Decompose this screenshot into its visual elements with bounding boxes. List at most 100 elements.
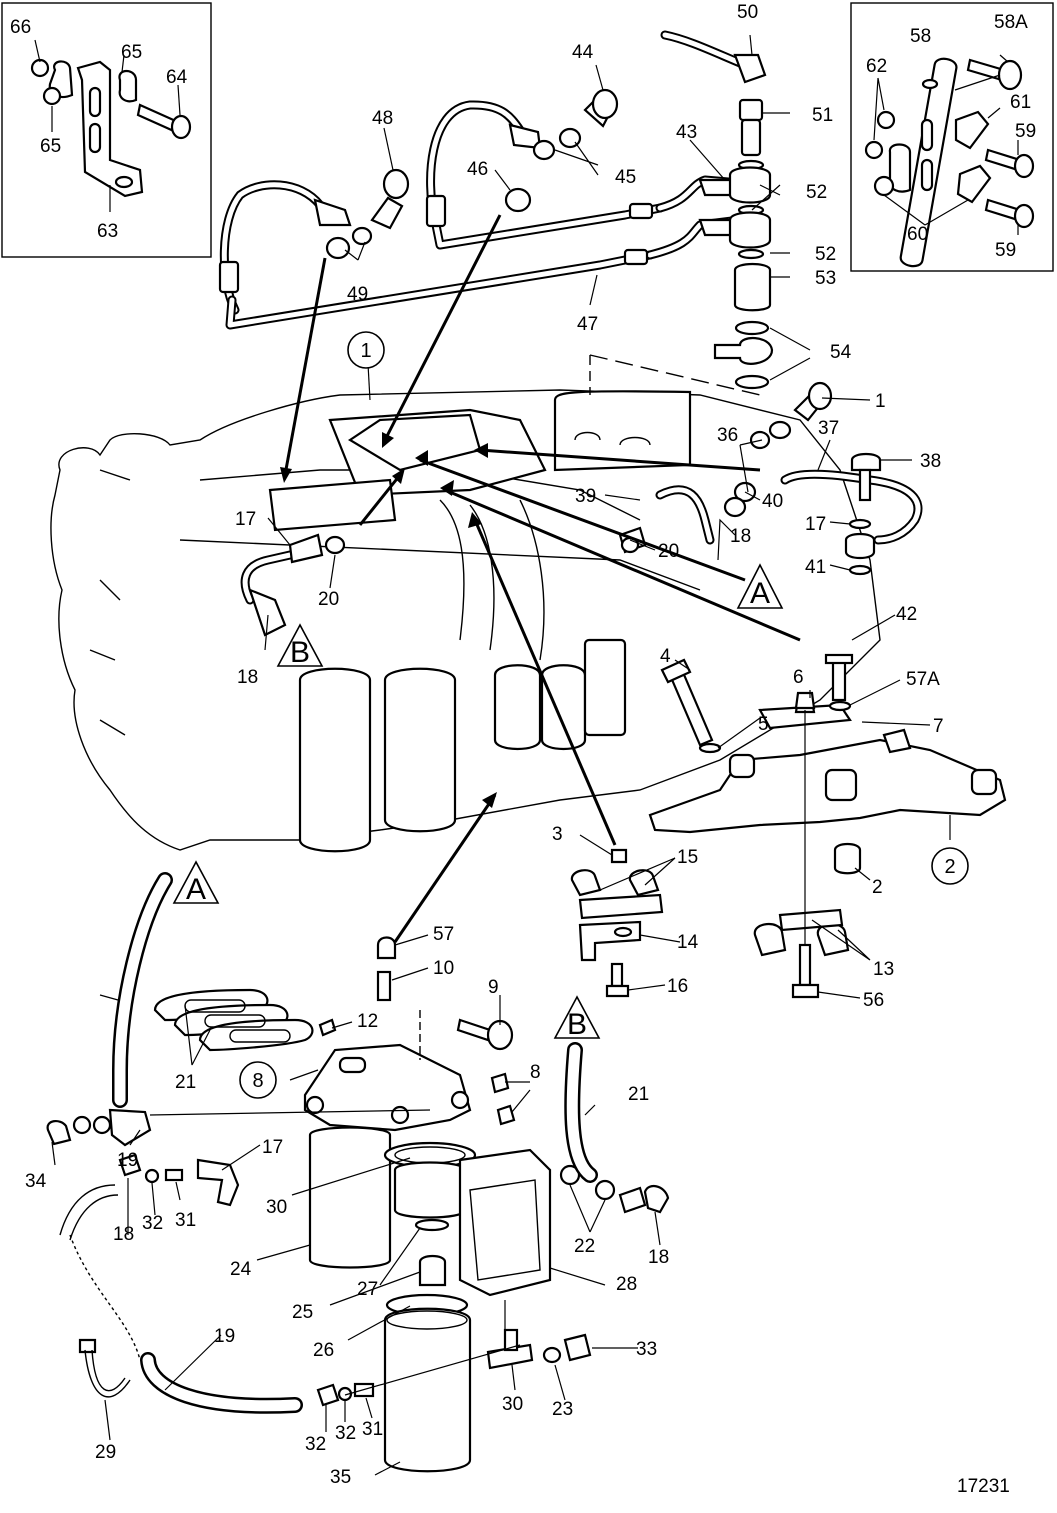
section-mark-b-lower: B [567, 1008, 587, 1041]
callout-label: 21 [628, 1084, 649, 1105]
callout-label: 17 [262, 1137, 283, 1158]
callout-label: 52 [815, 244, 836, 265]
callout-label: 15 [677, 847, 698, 868]
callout-label: 27 [357, 1279, 378, 1300]
flow-arrows [280, 214, 801, 1060]
callout-label: 54 [830, 342, 852, 363]
callout-label: 65 [40, 136, 61, 157]
callout-label: 57 [433, 924, 454, 945]
callout-label: 9 [488, 977, 499, 998]
callout-labels: 66 65 65 64 63 50 51 44 48 43 46 45 52 5… [10, 2, 1036, 1488]
callout-label: 30 [502, 1394, 523, 1415]
filter-head-assembly [46, 872, 670, 1473]
callout-label: 41 [805, 557, 826, 578]
callout-label: 21 [175, 1072, 196, 1093]
callout-label: 18 [113, 1224, 134, 1245]
callout-label: 38 [920, 451, 941, 472]
callout-label: 39 [575, 486, 596, 507]
banjo-stack [713, 98, 774, 390]
section-mark-a-upper: A [750, 577, 770, 610]
callout-label: 61 [1010, 92, 1031, 113]
inset-right-plates [864, 57, 1035, 268]
callout-label: 6 [793, 667, 804, 688]
callout-label: 56 [863, 990, 884, 1011]
callout-label: 23 [552, 1399, 573, 1420]
callout-label: 37 [818, 418, 839, 439]
callout-label: 24 [230, 1259, 252, 1280]
callout-label: 19 [214, 1326, 235, 1347]
callout-label: 7 [933, 716, 944, 737]
callout-label: 53 [815, 268, 836, 289]
callout-label: 18 [237, 667, 258, 688]
callout-label: 50 [737, 2, 758, 23]
callout-label: 14 [677, 932, 699, 953]
callout-label: 3 [552, 824, 563, 845]
circled-callout-1: 1 [360, 340, 371, 362]
callout-label: 36 [717, 425, 738, 446]
callout-label: 46 [467, 159, 488, 180]
callout-label: 2 [872, 877, 883, 898]
callout-label: 40 [762, 491, 783, 512]
callout-label: 44 [572, 42, 594, 63]
callout-label: 18 [648, 1247, 669, 1268]
inset-box-right [850, 2, 1054, 272]
callout-label: 60 [907, 224, 928, 245]
callout-label: 48 [372, 108, 393, 129]
callout-label: 25 [292, 1302, 313, 1323]
engine-outline [50, 389, 881, 853]
callout-label: 45 [615, 167, 636, 188]
callout-label: 51 [812, 105, 833, 126]
inset-left-bracket [30, 58, 192, 198]
callout-label: 35 [330, 1467, 351, 1488]
callout-label: 26 [313, 1340, 334, 1361]
callout-label: 28 [616, 1274, 637, 1295]
callout-label: 22 [574, 1236, 595, 1257]
callout-label: 20 [658, 541, 679, 562]
callout-label: 66 [10, 17, 31, 38]
callout-label: 49 [347, 284, 368, 305]
figure-number: 17231 [957, 1476, 1010, 1497]
callout-label: 18 [730, 526, 751, 547]
callout-label: 58A [994, 12, 1028, 33]
callout-label: 31 [362, 1419, 383, 1440]
callout-label: 10 [433, 958, 454, 979]
callout-label: 65 [121, 42, 142, 63]
callout-label: 59 [1015, 121, 1036, 142]
circled-callout-8: 8 [252, 1070, 263, 1092]
inset-box-left [1, 2, 212, 258]
callout-label: 58 [910, 26, 931, 47]
callout-label: 59 [995, 240, 1016, 261]
callout-label: 47 [577, 314, 598, 335]
callout-label: 43 [676, 122, 697, 143]
callout-label: 12 [357, 1011, 378, 1032]
callout-label: 19 [117, 1150, 138, 1171]
callout-label: 13 [873, 959, 894, 980]
section-triangles: A B A B [172, 563, 784, 1041]
callout-label: 17 [235, 509, 256, 530]
callout-label: 62 [866, 56, 887, 77]
callout-label: 20 [318, 589, 339, 610]
callout-label: 63 [97, 221, 118, 242]
section-mark-a-lower: A [186, 873, 206, 906]
section-mark-b-upper: B [290, 636, 310, 669]
callout-label: 4 [660, 646, 671, 667]
callout-label: 57A [906, 669, 940, 690]
circled-callout-2: 2 [944, 856, 955, 878]
callout-label: 31 [175, 1210, 196, 1231]
callout-label: 42 [896, 604, 917, 625]
callout-label: 33 [636, 1339, 657, 1360]
callout-label: 64 [166, 67, 188, 88]
callout-label: 32 [142, 1213, 163, 1234]
callout-label: 29 [95, 1442, 116, 1463]
callout-label: 34 [25, 1171, 47, 1192]
callout-label: 32 [305, 1434, 326, 1455]
upper-fuel-lines [218, 30, 923, 637]
callout-label: 17 [805, 514, 826, 535]
callout-label: 16 [667, 976, 688, 997]
callout-label: 32 [335, 1423, 356, 1444]
callout-label: 8 [530, 1062, 541, 1083]
callout-label: 52 [806, 182, 827, 203]
callout-label: 30 [266, 1197, 287, 1218]
lower-clamp-brackets [570, 691, 850, 999]
